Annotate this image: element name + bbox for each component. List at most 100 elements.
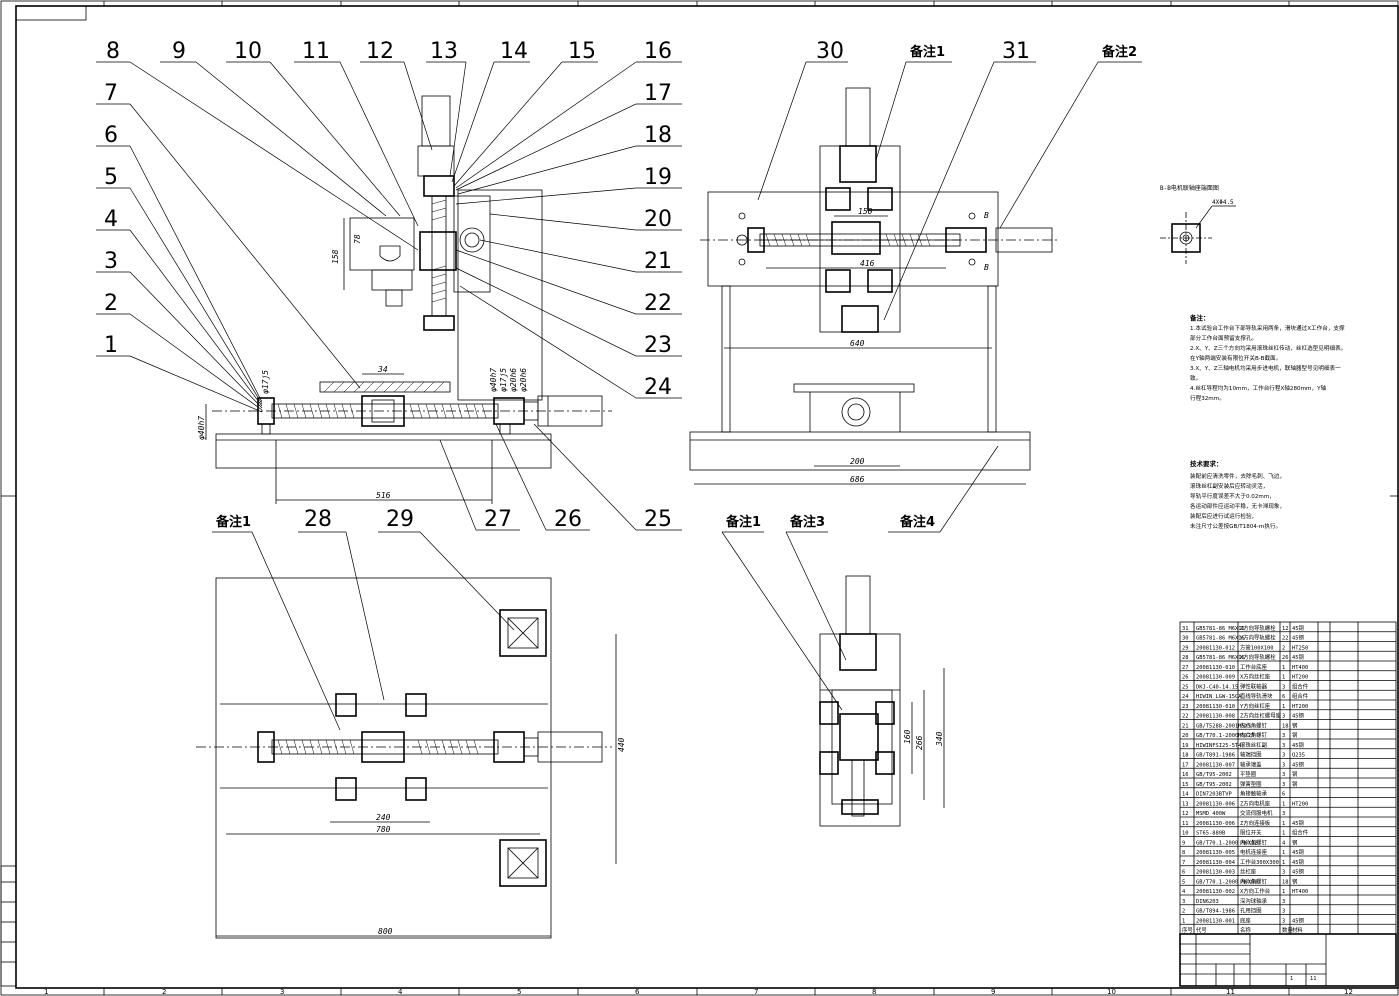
- callout-number: 27: [484, 507, 512, 532]
- callout-number: 8: [106, 39, 120, 64]
- dim-label: 240: [376, 813, 391, 822]
- bom-cell: 1: [1282, 821, 1285, 827]
- callout-number: 15: [568, 39, 596, 64]
- bom-cell: 11: [1182, 821, 1189, 827]
- requirement-line: 各运动部件应运动平稳，无卡滞现象，: [1190, 502, 1285, 510]
- bom-cell: 14: [1182, 792, 1189, 798]
- note-line: 2.X、Y、Z三个方向均采用滚珠丝杠传动，丝杠选型见明细表。: [1190, 344, 1346, 352]
- bom-cell: 组合件: [1292, 829, 1309, 837]
- bom-cell: 3: [1282, 743, 1285, 749]
- bom-cell: 18: [1282, 879, 1289, 885]
- bom-cell: 深沟球轴承: [1240, 897, 1268, 905]
- bom-cell: 钢: [1292, 731, 1297, 739]
- bom-cell: 20081130-005: [1196, 850, 1235, 856]
- note-label: 备注1: [725, 514, 761, 530]
- bom-cell: 5: [1182, 879, 1185, 885]
- bom-cell: 1: [1282, 704, 1285, 710]
- bom-cell: 20081130-002: [1196, 889, 1235, 895]
- bom-cell: 3: [1282, 909, 1285, 915]
- note-line: 行程32mm。: [1190, 394, 1225, 402]
- bom-cell: DIN7203BTVP: [1196, 792, 1232, 798]
- bom-cell: GB/T95-2002: [1196, 772, 1232, 778]
- dim-label: φ20h6: [519, 368, 528, 392]
- bom-cell: 24: [1182, 694, 1189, 700]
- section-mark: B: [984, 263, 989, 272]
- dim-label: 160: [903, 729, 912, 744]
- bom-cell: Z方向连接板: [1240, 819, 1271, 827]
- requirement-line: 未注尺寸公差按GB/T1804-m执行。: [1190, 522, 1281, 530]
- bom-cell: 轴承端盖: [1240, 760, 1262, 768]
- requirement-line: 滚珠丝杠副安装后应转动灵活，: [1190, 482, 1268, 490]
- dim-label: 686: [850, 475, 865, 484]
- bom-cell: 12: [1282, 626, 1289, 632]
- bom-cell: HT200: [1292, 801, 1308, 807]
- bom-cell: GB5781-86 M6X16: [1196, 655, 1245, 661]
- bom-cell: 1: [1182, 918, 1185, 924]
- bom-cell: 26: [1182, 675, 1189, 681]
- bom-cell: 45钢: [1292, 858, 1304, 866]
- bom-cell: Z方向电机座: [1240, 799, 1271, 807]
- bom-cell: 3: [1282, 753, 1285, 759]
- bom-cell: 钢: [1292, 877, 1297, 885]
- bom-cell: X方向丝杠座: [1240, 673, 1271, 681]
- bom-cell: GB/T70.1-2000M5X25: [1196, 733, 1254, 739]
- scale-value: 1: [1290, 976, 1293, 982]
- section-bb: B-B电机联轴座端面图 4XΦ4.5: [1160, 184, 1236, 264]
- bom-cell: 2: [1182, 909, 1185, 915]
- bom-cell: 45钢: [1292, 760, 1304, 768]
- bom-cell: X方向导轨螺栓: [1240, 653, 1276, 661]
- bom-cell: 直线导轨滑块: [1240, 692, 1273, 700]
- zone-label: 2: [162, 988, 166, 996]
- bom-header-cell: 代号: [1196, 926, 1207, 934]
- callout-number: 30: [816, 39, 844, 64]
- bom-cell: 2: [1282, 645, 1285, 651]
- callout-number: 19: [644, 165, 672, 190]
- callout-number: 31: [1002, 39, 1030, 64]
- bom-cell: 丝杠座: [1240, 868, 1257, 876]
- bom-cell: 45钢: [1292, 741, 1304, 749]
- bom-cell: HT200: [1292, 675, 1308, 681]
- bom-cell: 6: [1182, 870, 1185, 876]
- bom-cell: 45钢: [1292, 848, 1304, 856]
- bom-cell: 内六角螺钉: [1240, 838, 1268, 846]
- bom-cell: 9: [1182, 840, 1185, 846]
- note-line: 部分工作台面预留支撑孔。: [1190, 334, 1257, 342]
- bom-cell: 20: [1182, 733, 1189, 739]
- bom-cell: 45钢: [1292, 819, 1304, 827]
- callout-number: 25: [644, 507, 672, 532]
- note-label: 备注3: [789, 514, 825, 530]
- front-view: 516 34 158 78 φ40h7 φ17j5 φ40h7 φ17j5 φ2…: [197, 95, 612, 504]
- note-line: 1.本试验台工作台下部导轨采用两条，滑块通过X工作台，支撑: [1190, 324, 1345, 332]
- zone-label: 1: [44, 988, 48, 996]
- bom-cell: 3: [1282, 870, 1285, 876]
- bom-cell: 17: [1182, 762, 1189, 768]
- bom-cell: 8: [1182, 850, 1185, 856]
- section-title: B-B电机联轴座端面图: [1160, 184, 1219, 192]
- bom-cell: 1: [1282, 850, 1285, 856]
- bom-cell: 20081130-007: [1196, 762, 1235, 768]
- sheet-count: 11: [1310, 976, 1317, 982]
- note-label: 备注4: [899, 514, 935, 530]
- zone-label: 10: [1107, 988, 1116, 996]
- bom-cell: 1: [1282, 665, 1285, 671]
- bom-cell: 25: [1182, 684, 1189, 690]
- dim-label: 78: [353, 234, 362, 244]
- bom-cell: 3: [1282, 782, 1285, 788]
- callout-number: 22: [644, 291, 672, 316]
- bom-cell: 22: [1282, 636, 1289, 642]
- zone-label: 9: [991, 988, 995, 996]
- zone-label: 7: [754, 988, 758, 996]
- plan-view: 240 780 800 440 备注1 28 29: [196, 507, 626, 939]
- bom-cell: 20081130-001: [1196, 918, 1235, 924]
- dim-label: 150: [858, 207, 873, 216]
- requirement-line: 装配后应进行试运行检验，: [1190, 512, 1257, 520]
- dim-label: φ40h7: [489, 368, 498, 392]
- bom-cell: 10: [1182, 831, 1189, 837]
- bom-cell: 18: [1182, 753, 1189, 759]
- bom-cell: GB/T891-1986: [1196, 753, 1235, 759]
- bom-cell: 30: [1182, 636, 1189, 642]
- bom-cell: 20081130-004: [1196, 860, 1235, 866]
- bom-cell: HIWIN LGW-15CA: [1196, 694, 1242, 700]
- callout-number: 23: [644, 333, 672, 358]
- bom-cell: GB5781-86 M6X16: [1196, 626, 1245, 632]
